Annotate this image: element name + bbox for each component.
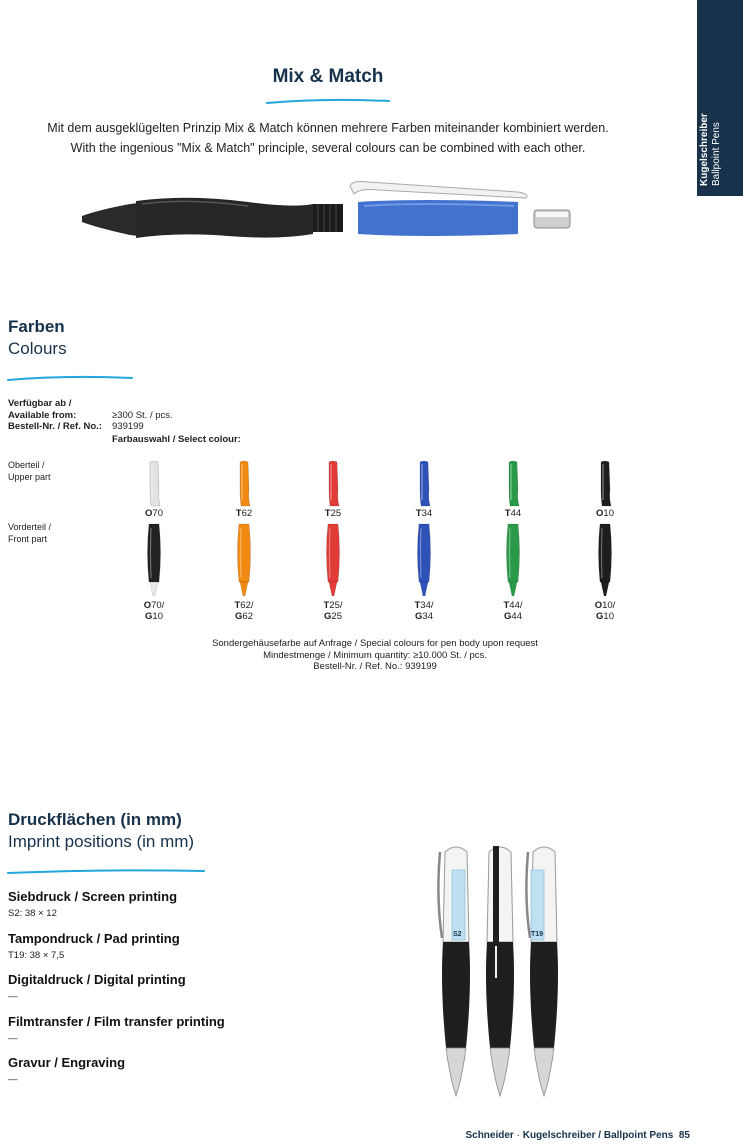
front-part-swatch: [417, 523, 431, 597]
front-part-code: O70/G10: [143, 600, 165, 622]
front-part-code: O10/G10: [594, 600, 616, 622]
upper-part-item: O70: [124, 460, 184, 519]
imprint-method-title: Tampondruck / Pad printing: [8, 930, 180, 946]
mix-match-title: Mix & Match: [272, 66, 384, 87]
imprint-method-value: —: [8, 1074, 18, 1085]
footer-separator: ·: [513, 1130, 523, 1141]
front-part-item: T44/G44: [483, 522, 543, 622]
upper-part-code: O10: [596, 508, 614, 519]
available-label: Verfügbar ab /: [8, 398, 72, 409]
imprint-wave-divider: [7, 869, 205, 874]
footer-text: Kugelschreiber / Ballpoint Pens: [522, 1130, 674, 1141]
imprint-heading: Druckflächen (in mm) Imprint positions (…: [8, 809, 194, 853]
upper-part-swatch: [328, 460, 340, 507]
page-number: 85: [678, 1130, 690, 1141]
imprint-title-de: Druckflächen (in mm): [8, 810, 182, 829]
upper-part-code: T25: [324, 508, 342, 519]
upper-part-code: T62: [235, 508, 253, 519]
side-tab: Kugelschreiber Ballpoint Pens: [697, 0, 743, 196]
upper-part-swatch: [239, 460, 251, 507]
imprint-method-title: Digitaldruck / Digital printing: [8, 972, 186, 987]
imprint-method-item: Digitaldruck / Digital printing —: [8, 972, 186, 1002]
imprint-title-en: Imprint positions (in mm): [8, 832, 195, 851]
disassembled-pen-image: [82, 181, 571, 238]
ref-value: 939199: [112, 421, 144, 432]
side-tab-title: Kugelschreiber: [699, 113, 710, 186]
front-part-label: Vorderteil / Front part: [8, 522, 51, 545]
upper-part-item: O10: [575, 460, 635, 519]
front-part-code: T62/G62: [234, 600, 254, 622]
select-colour-label: Farbauswahl / Select colour:: [112, 434, 241, 445]
front-part-label-de: Vorderteil /: [8, 522, 52, 532]
front-part-item: T34/G34: [394, 522, 454, 622]
colours-title-de: Farben: [8, 317, 65, 336]
front-part-code: T34/G34: [414, 600, 434, 622]
note-line-2: Mindestmenge / Minimum quantity: ≥10.000…: [263, 649, 487, 661]
upper-part-item: T62: [214, 460, 274, 519]
upper-part-label: Oberteil / Upper part: [8, 460, 51, 483]
note-line-1: Sondergehäusefarbe auf Anfrage / Special…: [212, 638, 538, 649]
page-footer: Schneider · Kugelschreiber / Ballpoint P…: [0, 1130, 690, 1141]
upper-part-label-en: Upper part: [8, 471, 51, 482]
front-part-item: O10/G10: [575, 522, 635, 622]
upper-part-item: T25: [303, 460, 363, 519]
upper-part-swatch: [149, 460, 161, 507]
upper-part-item: T44: [483, 460, 543, 519]
upper-part-label-de: Oberteil /: [8, 460, 45, 470]
imprint-method-item: Filmtransfer / Film transfer printing —: [8, 1014, 225, 1044]
upper-part-swatch: [419, 460, 431, 507]
imprint-method-title: Gravur / Engraving: [8, 1055, 126, 1070]
upper-part-code: T44: [504, 508, 522, 519]
colours-heading: Farben Colours: [8, 316, 67, 360]
imprint-method-value: —: [8, 991, 18, 1002]
upper-part-swatch: [600, 460, 612, 507]
upper-part-item: T34: [394, 460, 454, 519]
imprint-method-title: Siebdruck / Screen printing: [8, 889, 178, 904]
footer-brand: Schneider: [465, 1130, 514, 1141]
available-label-en: Available from:: [8, 409, 77, 421]
side-tab-subtitle: Ballpoint Pens: [711, 122, 722, 186]
front-part-item: T62/G62: [214, 522, 274, 622]
upper-part-swatch: [508, 460, 520, 507]
imprint-method-value: T19: 38 × 7,5: [8, 949, 65, 961]
title-wave-divider: [266, 98, 390, 104]
imprint-pens-image: S2 T19: [437, 846, 559, 1097]
imprint-label-s2: S2: [453, 931, 462, 938]
mix-match-text-en: With the ingenious "Mix & Match" princip…: [70, 141, 586, 155]
special-colours-note: Sondergehäusefarbe auf Anfrage / Special…: [100, 638, 650, 673]
imprint-method-value: S2: 38 × 12: [8, 908, 57, 919]
upper-part-code: T34: [415, 508, 433, 519]
front-part-code: T44/G44: [503, 600, 523, 622]
front-part-swatch: [237, 523, 251, 597]
front-part-item: O70/G10: [124, 522, 184, 622]
mix-match-text-de: Mit dem ausgeklügelten Prinzip Mix & Mat…: [47, 121, 609, 135]
side-tab-text: Kugelschreiber Ballpoint Pens: [699, 113, 723, 186]
imprint-method-value: —: [8, 1032, 18, 1044]
colours-wave-divider: [7, 375, 133, 381]
availability-info: Verfügbar ab / Available from: ≥300 St. …: [8, 398, 173, 433]
upper-part-code: O70: [145, 508, 163, 519]
note-line-3: Bestell-Nr. / Ref. No.: 939199: [313, 661, 437, 672]
available-value: ≥300 St. / pcs.: [112, 409, 173, 421]
front-part-code: T25/G25: [323, 600, 343, 622]
front-part-label-en: Front part: [8, 533, 48, 544]
ref-label: Bestell-Nr. / Ref. No.:: [8, 421, 102, 432]
front-part-item: T25/G25: [303, 522, 363, 622]
colours-title-en: Colours: [8, 339, 67, 358]
imprint-label-t19: T19: [531, 931, 543, 938]
front-part-swatch: [326, 523, 340, 597]
front-part-swatch: [598, 523, 612, 597]
front-part-swatch: [506, 523, 520, 597]
imprint-method-title: Filmtransfer / Film transfer printing: [8, 1013, 225, 1029]
front-part-swatch: [147, 523, 161, 597]
imprint-method-item: Gravur / Engraving —: [8, 1055, 125, 1085]
